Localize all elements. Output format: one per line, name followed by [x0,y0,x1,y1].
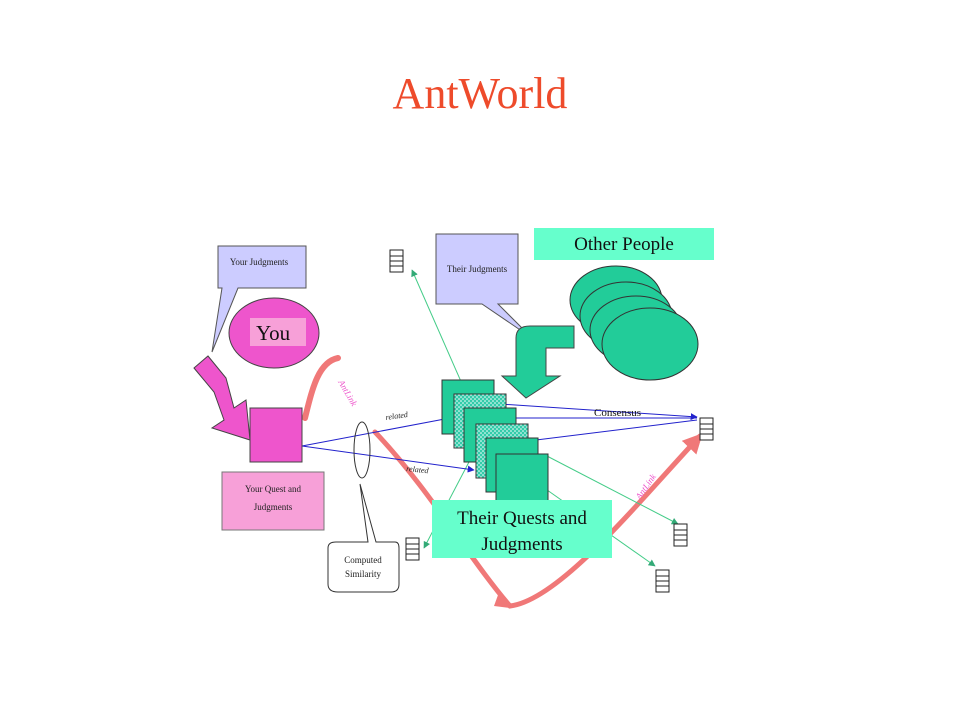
you-label-box [250,318,306,346]
your-quest-line2: Judgments [254,502,293,512]
antlink-right-curve [372,429,703,609]
related-arrow-bottom [301,445,475,473]
computed-similarity-callout [327,483,400,593]
your-quest-box [221,471,325,531]
document-icon [655,569,670,593]
other-people-box [534,228,714,260]
document-icon [699,417,714,441]
your-judgments-callout [211,245,307,353]
pink-bent-arrow [193,355,251,441]
document-icon [673,523,688,547]
their-judgments-label: Their Judgments [447,264,508,274]
similarity-ellipse [353,421,371,479]
slide-title: AntWorld [393,69,568,118]
teal-curved-arrow [500,325,575,399]
related-label-bottom: related [406,464,430,475]
computed-line2: Similarity [345,569,382,579]
their-quests-line2: Judgments [481,534,562,555]
your-quest-line1: Your Quest and [245,484,302,494]
antlink-left-curve [302,355,341,421]
consensus-arrow-1 [499,403,698,421]
document-icon [389,249,404,273]
their-quests-box [432,500,612,558]
related-label-top: related [385,410,409,422]
their-quests-line1: Their Quests and [457,508,587,529]
document-icon [405,537,420,561]
consensus-arrow-2 [519,419,698,443]
you-label: You [256,321,291,345]
their-quests-stack [441,379,549,509]
antlink-left-label: AntLink [336,377,360,408]
your-quest-square [249,407,303,463]
consensus-label: Consensus [594,407,641,419]
other-people-label: Other People [574,234,674,255]
antlink-curve-tip [494,595,510,608]
your-judgments-label: Your Judgments [230,257,289,267]
green-arrow-right [544,454,679,525]
related-arrow-top [301,415,451,447]
their-judgments-callout [435,233,533,339]
other-people-ellipses [569,265,699,381]
computed-line1: Computed [344,555,382,565]
